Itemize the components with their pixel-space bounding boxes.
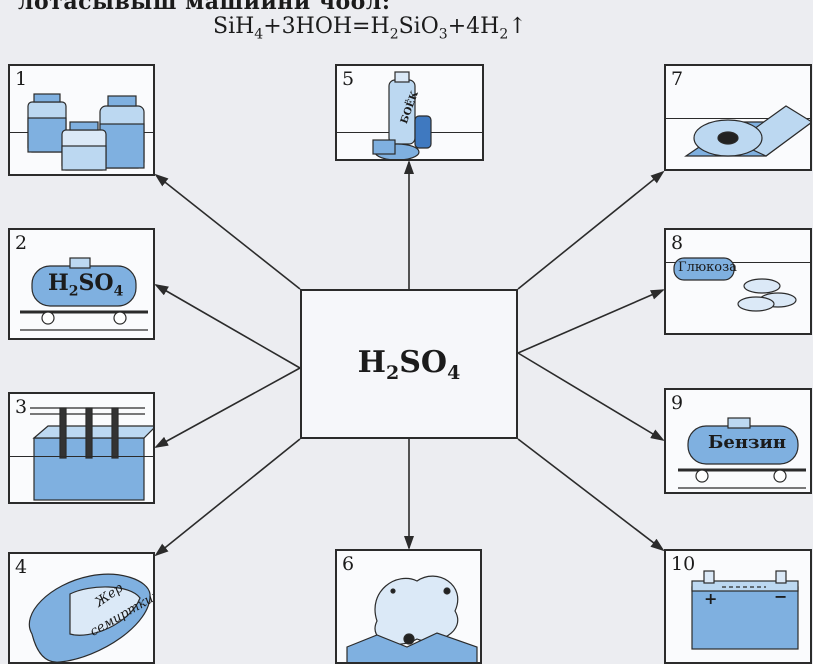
eq-part: SiO	[398, 14, 439, 39]
jars-icon	[27, 93, 145, 171]
box-number: 2	[15, 232, 28, 254]
box-number: 7	[671, 68, 684, 90]
arrow-to-8	[517, 289, 665, 354]
reaction-equation: SiH4+3HOH=H2SiO3+4H2↑	[213, 14, 527, 42]
box-9-petrol-tanker: 9 Бензин	[664, 388, 812, 494]
arrow-to-7	[517, 170, 665, 290]
eq-sub: 2	[499, 26, 509, 43]
box-8-glucose: 8 Глюкоза	[664, 228, 812, 335]
arrow-to-2	[154, 284, 301, 369]
battery-minus: −	[774, 587, 788, 606]
glucose-label: Глюкоза	[678, 260, 737, 275]
arrow-to-4	[154, 438, 301, 557]
box-number: 1	[15, 68, 28, 90]
box-5-paint-spray: 5 БОЁК	[335, 64, 484, 161]
box-number: 4	[15, 556, 28, 578]
caption-text: лотасывыш машиини чööл:	[18, 0, 391, 15]
box-number: 8	[671, 232, 684, 254]
center-formula-box: H2SO4	[300, 289, 518, 439]
box-3-electrolysis-bath: 3	[8, 392, 155, 504]
f-sub: 4	[113, 283, 124, 300]
arrow-to-9	[517, 352, 665, 442]
eq-part: +3HOH=H	[263, 14, 390, 39]
tank-label: H2SO4	[48, 270, 123, 299]
eq-sub: 4	[254, 26, 264, 43]
bath-icon	[30, 407, 153, 501]
eq-sub: 2	[389, 26, 399, 43]
f-part: H	[357, 344, 387, 380]
sulfuric-acid-formula: H2SO4	[358, 345, 461, 384]
battery-icon	[691, 570, 799, 650]
box-1-jars: 1	[8, 64, 155, 176]
box-number: 6	[342, 553, 355, 575]
f-part: H	[48, 270, 69, 296]
box-2-tank-car: 2 H2SO4	[8, 228, 155, 340]
f-sub: 2	[386, 361, 400, 384]
box-6-blasting: 6	[335, 549, 482, 664]
arrow-to-10	[517, 438, 665, 552]
bag-icon	[28, 573, 151, 662]
f-part: SO	[78, 270, 114, 296]
paper-roll-icon	[684, 105, 810, 157]
gas-arrow: ↑	[508, 14, 527, 39]
arrow-to-1	[154, 173, 301, 290]
eq-part: +4H	[447, 14, 500, 39]
box-7-paper-roll: 7	[664, 64, 812, 171]
box-10-battery: 10 + −	[664, 549, 812, 664]
box-number: 9	[671, 392, 684, 414]
arrow-to-3	[154, 367, 301, 448]
f-sub: 4	[447, 361, 461, 384]
tanker-icon	[678, 417, 806, 489]
petrol-label: Бензин	[708, 432, 787, 453]
box-4-fertilizer-bag: 4 Жер семирткич	[8, 552, 155, 664]
eq-sub: 3	[438, 26, 448, 43]
blast-icon	[346, 575, 478, 662]
spray-icon	[372, 71, 432, 159]
battery-plus: +	[704, 589, 718, 608]
tank-car-icon	[20, 257, 148, 331]
top-caption: лотасывыш машиини чööл:	[0, 0, 813, 19]
box-number: 10	[671, 553, 696, 575]
f-sub: 2	[68, 283, 79, 300]
box-number: 5	[342, 68, 355, 90]
f-part: SO	[399, 344, 448, 380]
box-number: 3	[15, 396, 28, 418]
glucose-icon	[673, 257, 797, 312]
eq-part: SiH	[213, 14, 255, 39]
